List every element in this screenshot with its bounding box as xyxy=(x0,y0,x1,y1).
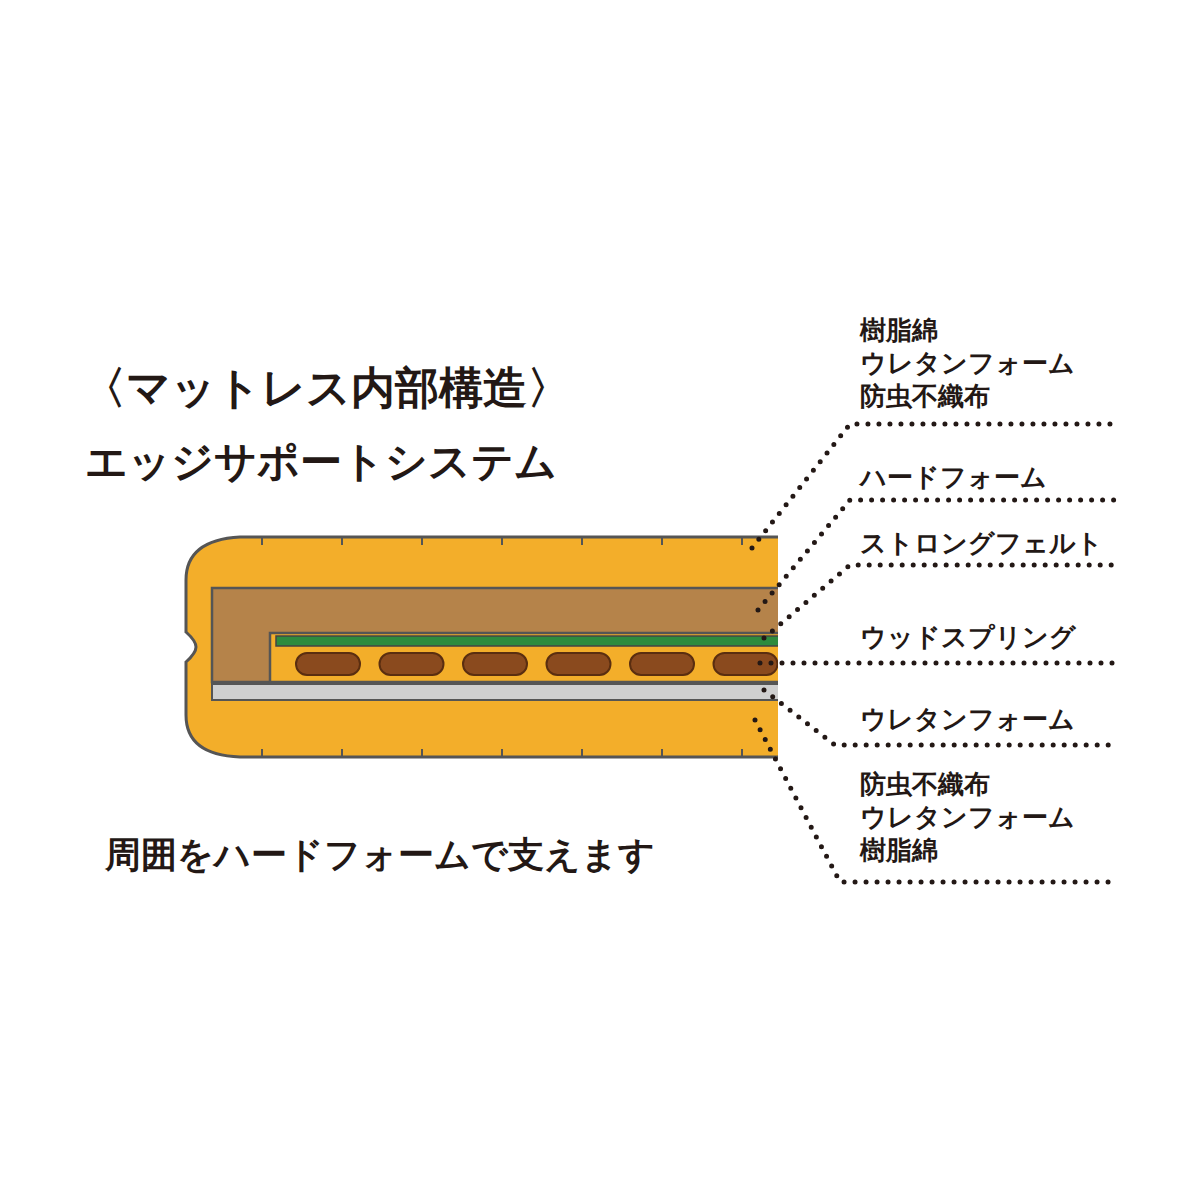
part-name: ウレタンフォーム xyxy=(860,348,1075,379)
part-name: ウッドスプリング xyxy=(860,622,1076,653)
part-name: ストロングフェルト xyxy=(860,528,1103,559)
wood-spring xyxy=(380,653,444,675)
part-name: ウレタンフォーム xyxy=(860,704,1075,735)
part-name: 樹脂綿 xyxy=(860,835,938,866)
wood-spring xyxy=(714,653,778,675)
part-name: ウレタンフォーム xyxy=(860,802,1075,833)
subtitle: エッジサポートシステム xyxy=(85,437,557,487)
part-name: 防虫不織布 xyxy=(860,381,990,412)
wood-spring xyxy=(630,653,694,675)
part-name: 樹脂綿 xyxy=(860,315,938,346)
wood-spring xyxy=(463,653,527,675)
wood-spring xyxy=(547,653,611,675)
part-name: 防虫不織布 xyxy=(860,769,990,800)
title: 〈マットレス内部構造〉 xyxy=(82,362,571,415)
part-name: ハードフォーム xyxy=(860,462,1047,493)
leader-lines xyxy=(752,424,1115,882)
caption: 周囲をハードフォームで支えます xyxy=(105,833,655,876)
wood-spring xyxy=(296,653,360,675)
